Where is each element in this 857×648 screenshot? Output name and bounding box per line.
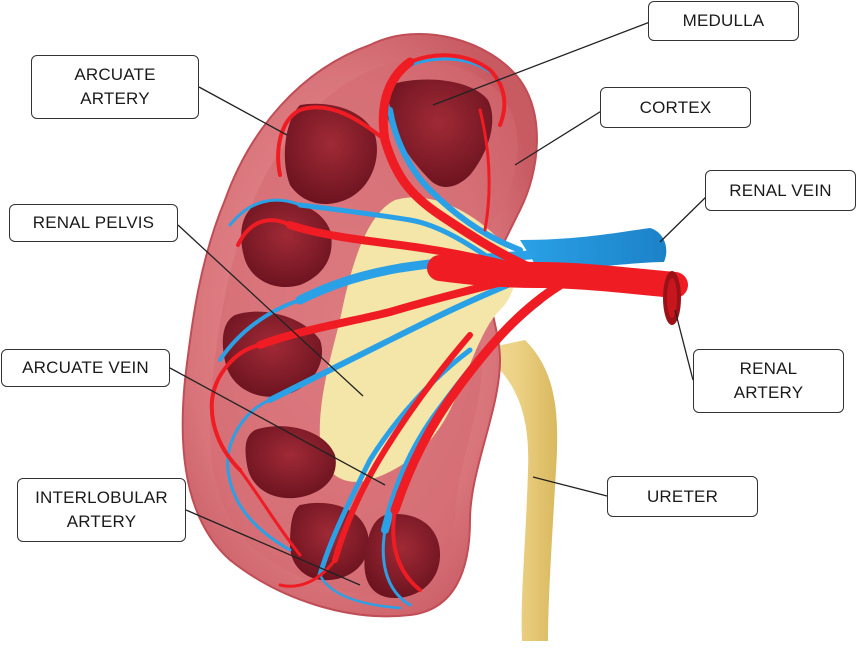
label-arcuate-vein: ARCUATE VEIN <box>1 349 170 387</box>
label-cortex: CORTEX <box>600 87 751 128</box>
label-arcuate-artery-line1: ARCUATE <box>74 65 156 84</box>
label-renal-vein: RENAL VEIN <box>705 170 856 211</box>
label-arcuate-artery-line2: ARTERY <box>80 89 150 108</box>
label-renal-artery-line1: RENAL <box>739 359 798 378</box>
renal-vein-shape <box>520 228 667 272</box>
label-renal-artery: RENAL ARTERY <box>693 349 844 413</box>
label-renal-pelvis: RENAL PELVIS <box>9 204 178 242</box>
label-interlobular-artery-line1: INTERLOBULAR <box>35 488 168 507</box>
artery-branches <box>209 53 688 592</box>
label-ureter-text: URETER <box>646 486 719 506</box>
label-renal-vein-text: RENAL VEIN <box>729 180 832 200</box>
label-medulla-text: MEDULLA <box>682 11 765 30</box>
label-arcuate-artery: ARCUATE ARTERY <box>31 55 199 119</box>
label-interlobular-artery-line2: ARTERY <box>66 512 137 531</box>
label-interlobular-artery: INTERLOBULAR ARTERY <box>17 478 186 542</box>
leader-lines <box>169 21 709 586</box>
ureter-shape <box>478 340 558 641</box>
renal-artery-lumen <box>667 278 677 318</box>
label-renal-pelvis-text: RENAL PELVIS <box>32 213 155 232</box>
label-renal-artery-line2: ARTERY <box>733 383 804 402</box>
label-cortex-text: CORTEX <box>639 97 712 117</box>
label-arcuate-vein-text: ARCUATE VEIN <box>22 358 149 377</box>
label-ureter: URETER <box>607 476 758 517</box>
label-medulla: MEDULLA <box>648 1 799 41</box>
